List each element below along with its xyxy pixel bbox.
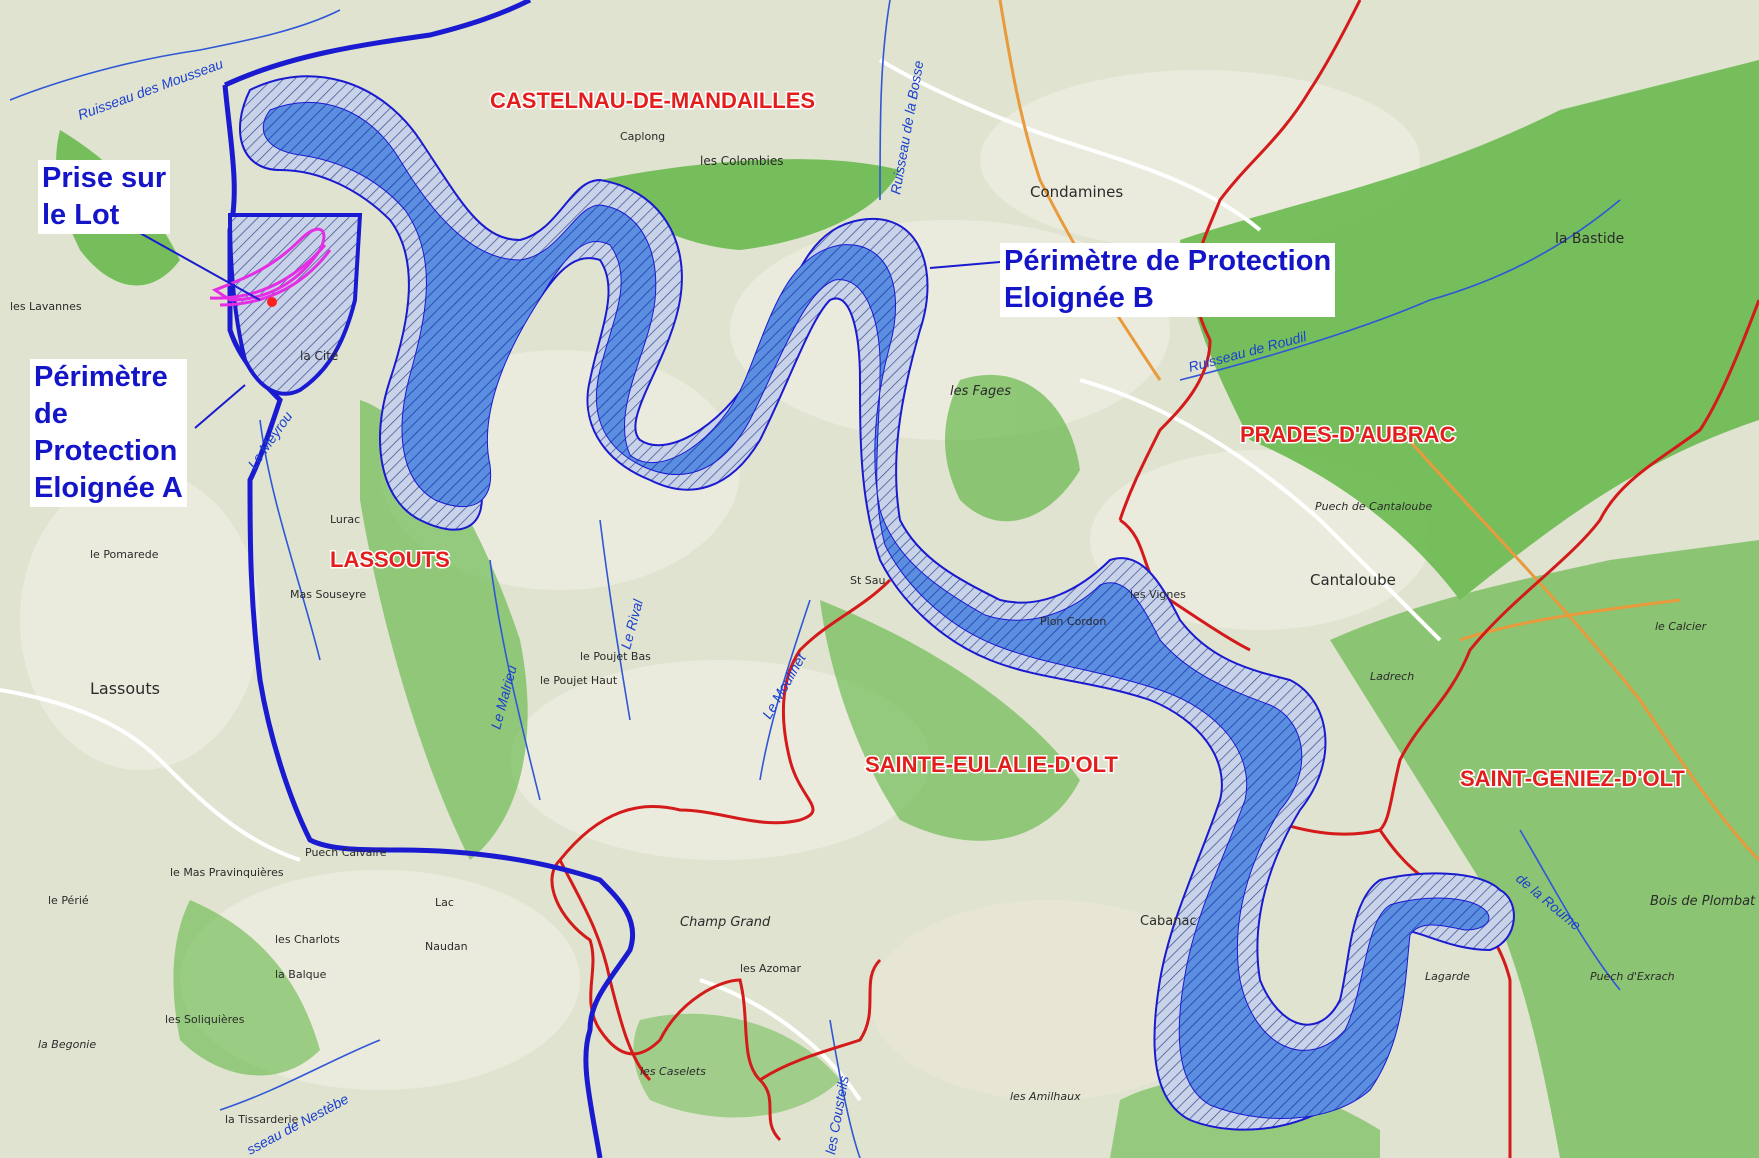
locality-le-calcier: le Calcier <box>1655 620 1708 633</box>
locality-les-caselets: les Caselets <box>640 1065 706 1078</box>
intake-leader-line <box>139 232 261 301</box>
locality-le-pomarede: le Pomarede <box>90 548 159 561</box>
locality-les-lavannes: les Lavannes <box>10 300 82 313</box>
locality-puech-calvaire: Puech Calvaire <box>305 846 387 859</box>
callout-zone-a-line-4: Eloignée A <box>34 472 183 504</box>
locality-plon-cordon: Plon Cordon <box>1040 615 1106 628</box>
callout-zone-a-line-1: Périmètre <box>34 361 168 393</box>
reservoir-lot <box>262 101 1490 1120</box>
locality-la-cite: la Cité <box>300 349 338 363</box>
commune-label-lassouts: LASSOUTS <box>330 547 450 572</box>
locality-le-poujet-bas: le Poujet Bas <box>580 650 651 663</box>
locality-lurac: Lurac <box>330 513 360 526</box>
callout-intake-line-2: le Lot <box>42 199 120 231</box>
locality-cantaloube: Cantaloube <box>1310 571 1396 589</box>
locality-cabanac: Cabanac <box>1140 914 1197 929</box>
locality-caplong: Caplong <box>620 130 665 143</box>
locality-les-azomar: les Azomar <box>740 962 802 975</box>
locality-les-vignes: les Vignes <box>1130 588 1186 601</box>
commune-label-sainte-eulalie: SAINTE-EULALIE-D'OLT <box>865 752 1118 777</box>
callout-zone-b-line-2: Eloignée B <box>1004 282 1154 314</box>
callout-zone-b-line-1: Périmètre de Protection <box>1004 245 1332 277</box>
locality-les-soliquieres: les Soliquières <box>165 1013 245 1026</box>
callout-intake: Prise sur le Lot <box>38 160 171 234</box>
commune-label-saint-geniez: SAINT-GENIEZ-D'OLT <box>1460 766 1685 791</box>
locality-labels: Condamines Cantaloube la Bastide Lassout… <box>10 130 1756 1126</box>
intake-point <box>267 297 277 307</box>
locality-les-charlots: les Charlots <box>275 933 340 946</box>
locality-les-amilhaux: les Amilhaux <box>1010 1090 1081 1103</box>
locality-les-colombies: les Colombies <box>700 154 783 168</box>
commune-label-castelnau: CASTELNAU-DE-MANDAILLES <box>490 88 815 113</box>
forest-areas <box>56 60 1759 1158</box>
locality-le-mas-pravinquieres: le Mas Pravinquières <box>170 866 284 879</box>
locality-lagarde: Lagarde <box>1425 970 1470 983</box>
locality-la-begonie: la Begonie <box>38 1038 96 1051</box>
locality-le-poujet-haut: le Poujet Haut <box>540 674 618 687</box>
callout-intake-line-1: Prise sur <box>42 162 167 194</box>
locality-mas-souseyre: Mas Souseyre <box>290 588 366 601</box>
callout-zone-b: Périmètre de Protection Eloignée B <box>1000 243 1336 317</box>
locality-la-tissarderie: la Tissarderie <box>225 1113 299 1126</box>
locality-puech-d-exrach: Puech d'Exrach <box>1590 970 1675 983</box>
locality-puech-de-cantaloube: Puech de Cantaloube <box>1315 500 1432 513</box>
locality-ladrech: Ladrech <box>1370 670 1414 683</box>
locality-la-balque: la Balque <box>275 968 327 981</box>
locality-lassouts: Lassouts <box>90 679 160 698</box>
zone-a-leader-line <box>194 384 246 429</box>
locality-bois-de-plombat: Bois de Plombat <box>1650 894 1756 909</box>
locality-le-perie: le Périé <box>48 894 89 907</box>
callout-zone-a: Périmètre de Protection Eloignée A <box>30 359 187 507</box>
commune-label-prades: PRADES-D'AUBRAC <box>1240 422 1456 447</box>
locality-la-bastide: la Bastide <box>1555 231 1624 247</box>
locality-champ-grand: Champ Grand <box>680 915 771 930</box>
locality-lac: Lac <box>435 896 454 909</box>
roads <box>0 58 1442 1102</box>
locality-condamines: Condamines <box>1030 183 1123 201</box>
locality-les-fages: les Fages <box>950 384 1011 399</box>
locality-st-sau: St Sau <box>850 574 886 587</box>
zone-b-leader-line <box>929 261 1001 269</box>
intake-highlight <box>209 227 332 307</box>
locality-naudan: Naudan <box>425 940 468 953</box>
callout-zone-a-line-2: de <box>34 398 68 430</box>
callout-zone-a-line-3: Protection <box>34 435 178 467</box>
